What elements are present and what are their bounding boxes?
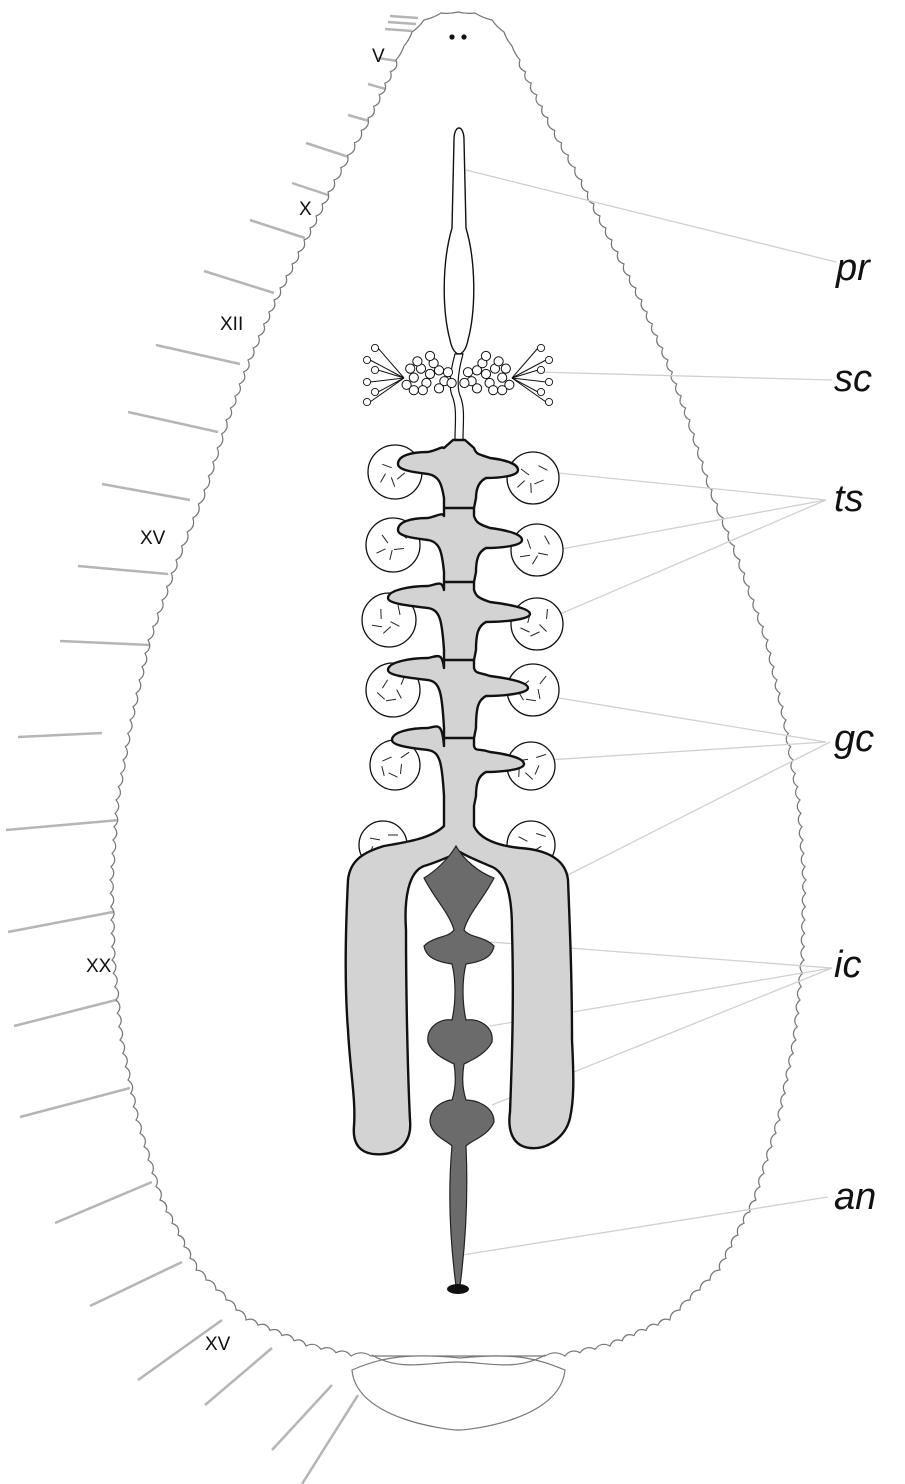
salivary-cell — [409, 373, 418, 382]
salivary-cell — [537, 344, 544, 351]
salivary-cell — [472, 384, 481, 393]
salivary-cell — [425, 351, 434, 360]
salivary-cell — [489, 386, 498, 395]
salivary-cell — [418, 386, 427, 395]
eye-spot-left — [449, 34, 454, 39]
salivary-cell — [460, 378, 469, 387]
segment-label-xv: XV — [140, 528, 166, 549]
part-label-an: an — [834, 1176, 876, 1218]
part-label-sc: sc — [834, 358, 872, 400]
salivary-cell — [413, 357, 422, 366]
salivary-cell — [463, 368, 472, 377]
salivary-cell — [371, 388, 378, 395]
salivary-cell — [363, 398, 370, 405]
segment-label-xv-posterior: XV — [205, 1334, 231, 1355]
salivary-cell — [545, 378, 552, 385]
salivary-cell — [494, 357, 503, 366]
salivary-cell — [371, 344, 378, 351]
salivary-cell — [481, 369, 490, 378]
salivary-cell — [498, 386, 507, 395]
salivary-cell — [425, 369, 434, 378]
posterior-sucker — [352, 1356, 565, 1430]
salivary-cell — [443, 368, 452, 377]
testis-sac — [511, 524, 563, 576]
testis-sac — [507, 452, 559, 504]
salivary-cell — [406, 364, 415, 373]
part-labels: pr sc ts gc ic an — [834, 247, 876, 1218]
salivary-cell — [363, 356, 370, 363]
eye-spot-right — [461, 34, 466, 39]
part-label-gc: gc — [834, 718, 874, 760]
salivary-cell — [409, 386, 418, 395]
part-label-pr: pr — [835, 247, 871, 289]
anus — [447, 1284, 469, 1294]
salivary-cell — [434, 384, 443, 393]
salivary-cell — [371, 366, 378, 373]
segment-label-xii: XII — [220, 314, 243, 335]
salivary-cell — [498, 373, 507, 382]
testis-sac — [511, 598, 563, 650]
salivary-cell — [481, 351, 490, 360]
segment-label-xx: XX — [86, 956, 112, 977]
salivary-cell — [537, 388, 544, 395]
part-label-ts: ts — [834, 478, 864, 520]
salivary-cell — [545, 356, 552, 363]
salivary-cell — [501, 364, 510, 373]
part-label-ic: ic — [834, 944, 861, 986]
testis-texture — [531, 483, 532, 493]
salivary-cell — [537, 366, 544, 373]
salivary-cell — [363, 378, 370, 385]
segment-label-v: V — [372, 46, 385, 67]
salivary-cell — [447, 378, 456, 387]
segment-label-x: X — [299, 199, 312, 220]
salivary-cell — [545, 398, 552, 405]
